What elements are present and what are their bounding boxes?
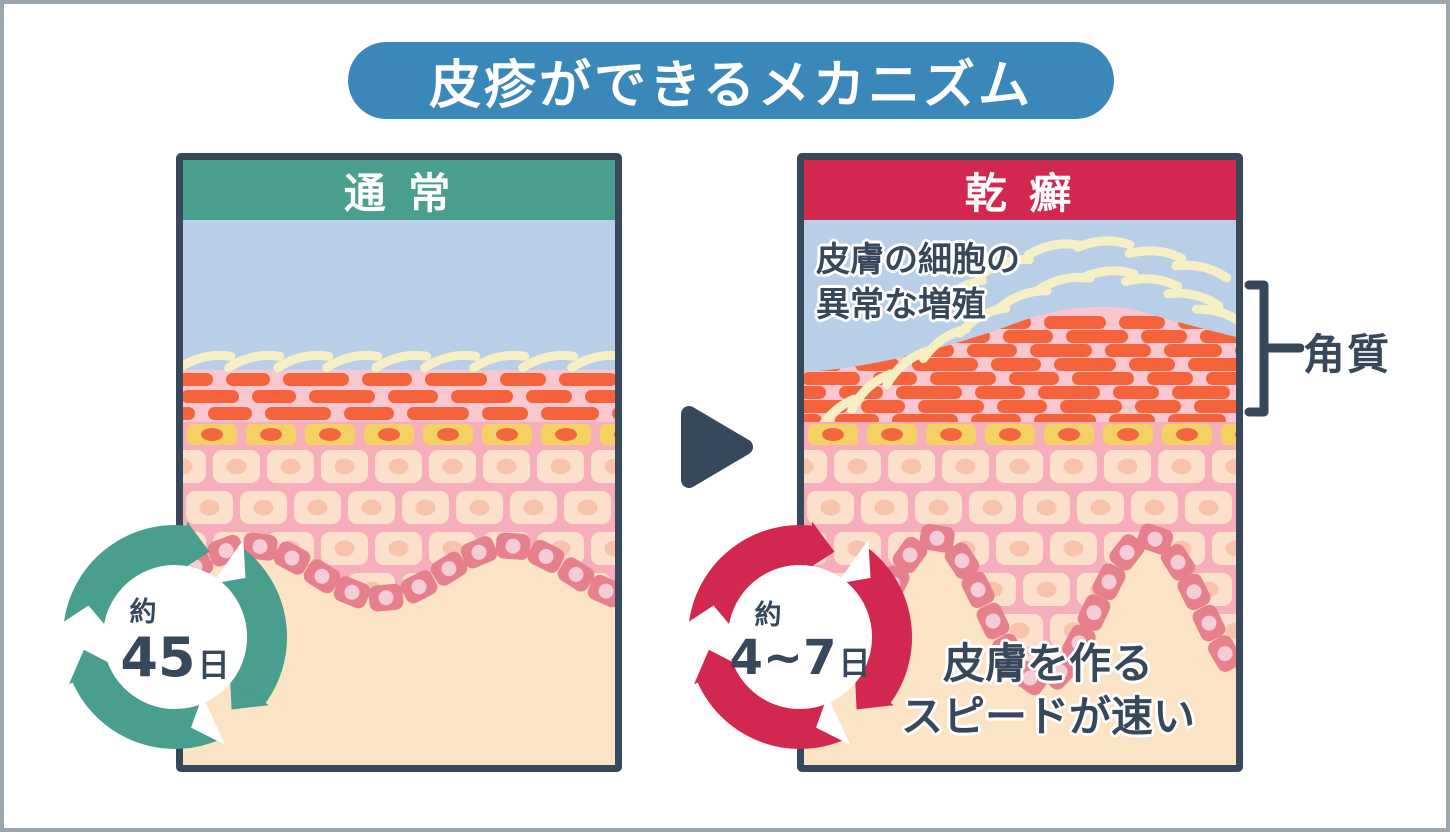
fast-skin-speed-line1: 皮膚を作る bbox=[942, 639, 1153, 688]
abnormal-growth-line2: 異常な増殖 bbox=[816, 285, 986, 326]
psoriasis-cycle-text: 約 4~7日 bbox=[682, 519, 918, 755]
normal-skin-panel: 通 常 bbox=[176, 153, 622, 772]
psoriasis-cycle-badge: 約 4~7日 bbox=[682, 519, 918, 755]
page-title: 皮疹ができるメカニズム bbox=[429, 56, 1033, 116]
normal-cycle-text: 約 45日 bbox=[57, 519, 293, 755]
normal-panel-header: 通 常 bbox=[183, 160, 615, 220]
keratin-bracket-icon bbox=[1244, 280, 1304, 417]
normal-skin-layers-image bbox=[183, 220, 615, 765]
abnormal-growth-line1: 皮膚の細胞の bbox=[816, 240, 1020, 280]
normal-days-unit: 日 bbox=[197, 645, 230, 684]
psoriasis-days-value: 4~7日 bbox=[729, 634, 870, 682]
psoriasis-days-unit: 日 bbox=[838, 643, 871, 682]
normal-panel-title: 通 常 bbox=[343, 168, 455, 218]
keratin-label: 角質 bbox=[1303, 330, 1392, 379]
psoriasis-panel-header: 乾 癬 bbox=[804, 160, 1236, 220]
abnormal-growth-label: 皮膚の細胞の 異常な増殖 bbox=[816, 238, 1020, 328]
fast-skin-speed-label: 皮膚を作る スピードが速い bbox=[868, 638, 1228, 743]
psoriasis-days-number: 4~7 bbox=[729, 629, 837, 686]
normal-days-value: 45日 bbox=[120, 630, 230, 685]
psoriasis-panel-title: 乾 癬 bbox=[964, 168, 1076, 218]
cycle-arrows-icon bbox=[57, 521, 287, 749]
normal-cycle-badge: 約 45日 bbox=[57, 519, 293, 755]
cycle-arrows-icon bbox=[682, 521, 912, 749]
arrow-right-icon bbox=[681, 406, 753, 488]
normal-days-number: 45 bbox=[120, 625, 196, 689]
psoriasis-approx-label: 約 bbox=[754, 599, 782, 631]
title-banner: 皮疹ができるメカニズム bbox=[348, 42, 1114, 119]
psoriasis-skin-illustration: 皮膚の細胞の 異常な増殖 皮膚を作る スピードが速い bbox=[804, 220, 1236, 765]
normal-skin-illustration bbox=[183, 220, 615, 765]
fast-skin-speed-line2: スピードが速い bbox=[900, 691, 1195, 741]
normal-approx-label: 約 bbox=[129, 596, 157, 628]
